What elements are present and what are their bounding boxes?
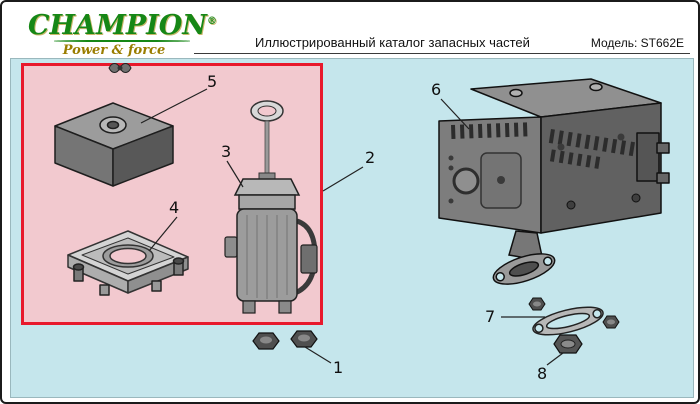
- brand-tagline: Power & force: [62, 43, 166, 58]
- callout-5: 5: [207, 72, 218, 91]
- model-label: Модель: ST662E: [590, 36, 684, 50]
- brand-text: CHAMPION: [28, 10, 207, 41]
- callout-3: 3: [221, 142, 232, 161]
- air-filter-cover-icon: [54, 102, 174, 187]
- brand-name: CHAMPION®: [28, 7, 217, 40]
- logo-swoosh: [54, 40, 190, 42]
- air-filter-element-icon: [224, 100, 318, 314]
- callout-4: 4: [169, 198, 180, 217]
- small-nut-icon: [602, 315, 620, 329]
- exhaust-gasket-icon: [528, 297, 620, 336]
- champion-logo: CHAMPION® Power & force: [28, 7, 217, 58]
- page-title: Иллюстрированный каталог запасных частей: [254, 35, 530, 50]
- callout-6: 6: [431, 80, 442, 99]
- flange-nuts-pair-icon: [252, 330, 318, 350]
- header-title-row: Иллюстрированный каталог запасных частей…: [194, 28, 690, 54]
- callout-8: 8: [537, 364, 548, 383]
- callout-2: 2: [365, 148, 376, 167]
- flange-nut-icon: [553, 334, 583, 354]
- small-nut-icon: [528, 297, 546, 311]
- callout-7: 7: [485, 307, 496, 326]
- wing-nut-icon: [108, 63, 132, 73]
- registered-mark: ®: [206, 16, 217, 27]
- diagram-panel: 1 2 3 4 5 6 7 8: [10, 58, 694, 398]
- callout-1: 1: [333, 358, 344, 377]
- engine-muffler-assembly-icon: [438, 78, 670, 285]
- air-filter-base-icon: [67, 230, 189, 296]
